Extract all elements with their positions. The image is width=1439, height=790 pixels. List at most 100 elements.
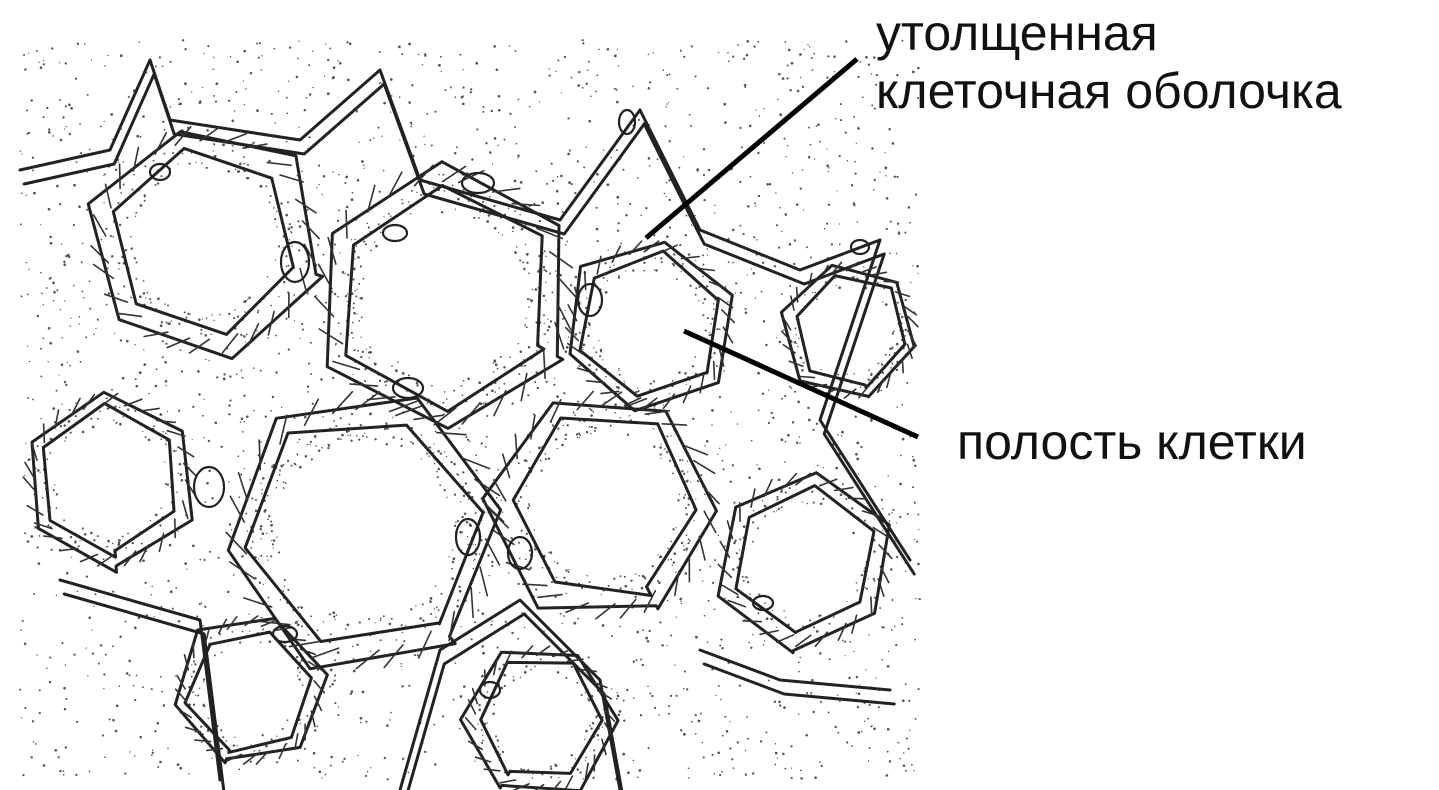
stipple-dot — [429, 600, 432, 603]
stipple-dot — [477, 609, 479, 611]
stipple-dot — [329, 47, 331, 49]
stipple-dot — [132, 542, 134, 544]
stipple-dot — [581, 694, 583, 696]
stipple-dot — [50, 242, 53, 245]
hatch-stroke — [244, 598, 272, 607]
stipple-dot — [664, 448, 666, 450]
stipple-dot — [887, 751, 889, 753]
stipple-dot — [914, 502, 916, 504]
stipple-dot — [262, 734, 264, 736]
stipple-dot — [577, 160, 579, 162]
stipple-dot — [157, 297, 160, 300]
stipple-dot — [143, 363, 146, 366]
stipple-dot — [49, 681, 51, 683]
stipple-dot — [550, 776, 552, 778]
hatch-stroke — [230, 562, 254, 579]
stipple-dot — [625, 270, 626, 271]
stipple-dot — [463, 495, 465, 497]
stipple-dot — [649, 692, 651, 694]
stipple-dot — [232, 120, 235, 123]
stipple-dot — [155, 184, 157, 186]
stipple-dot — [109, 718, 111, 720]
stipple-dot — [171, 320, 172, 321]
stipple-dot — [379, 380, 381, 382]
stipple-dot — [571, 183, 573, 185]
stipple-dot — [416, 384, 418, 386]
stipple-dot — [297, 620, 299, 622]
stipple-dot — [64, 381, 66, 383]
stipple-dot — [752, 272, 755, 275]
stipple-dot — [889, 354, 891, 356]
stipple-dot — [302, 329, 304, 331]
stipple-dot — [513, 676, 514, 677]
stipple-dot — [288, 228, 291, 231]
stipple-dot — [206, 317, 208, 319]
stipple-dot — [643, 262, 645, 264]
stipple-dot — [905, 299, 907, 301]
stipple-dot — [408, 771, 410, 773]
stipple-dot — [868, 379, 870, 381]
stipple-dot — [699, 569, 701, 571]
stipple-dot — [557, 671, 560, 674]
stipple-dot — [112, 645, 114, 647]
stipple-dot — [418, 54, 419, 55]
stipple-dot — [444, 391, 446, 393]
stipple-dot — [297, 606, 299, 608]
stipple-dot — [385, 384, 387, 386]
stipple-dot — [182, 153, 184, 155]
stipple-dot — [29, 361, 31, 363]
stipple-dot — [296, 76, 299, 79]
stipple-dot — [215, 101, 217, 103]
stipple-dot — [356, 313, 357, 314]
stipple-dot — [314, 729, 317, 732]
stipple-dot — [56, 507, 58, 509]
stipple-dot — [352, 646, 354, 648]
stipple-dot — [475, 469, 477, 471]
stipple-dot — [126, 217, 128, 219]
stipple-dot — [798, 671, 800, 673]
stipple-dot — [67, 362, 68, 363]
stipple-dot — [678, 371, 681, 374]
stipple-dot — [253, 410, 254, 411]
stipple-dot — [208, 470, 211, 473]
stipple-dot — [462, 394, 464, 396]
stipple-dot — [353, 307, 355, 309]
stipple-dot — [889, 520, 891, 522]
stipple-dot — [641, 587, 644, 590]
stipple-dot — [131, 189, 133, 191]
stipple-dot — [588, 61, 590, 63]
stipple-dot — [534, 91, 537, 94]
stipple-dot — [711, 409, 714, 412]
stipple-dot — [365, 775, 367, 777]
hatch-stroke — [838, 624, 846, 641]
stipple-dot — [246, 333, 248, 335]
stipple-dot — [355, 290, 357, 292]
stipple-dot — [297, 442, 298, 443]
stipple-dot — [304, 748, 306, 750]
stipple-dot — [630, 580, 632, 582]
stipple-dot — [461, 385, 463, 387]
stipple-dot — [618, 222, 620, 224]
stipple-dot — [619, 626, 621, 628]
stipple-dot — [879, 172, 880, 173]
stipple-dot — [117, 202, 119, 204]
stipple-dot — [135, 212, 137, 214]
stipple-dot — [752, 772, 754, 774]
stipple-dot — [853, 202, 856, 205]
stipple-dot — [666, 451, 668, 453]
stipple-dot — [547, 329, 549, 331]
stipple-dot — [437, 476, 439, 478]
stipple-dot — [896, 369, 898, 371]
stipple-dot — [666, 74, 668, 76]
stipple-dot — [575, 276, 578, 279]
stipple-dot — [737, 741, 739, 743]
stipple-dot — [598, 49, 600, 51]
stipple-dot — [785, 156, 786, 157]
stipple-dot — [518, 373, 520, 375]
stipple-dot — [438, 609, 440, 611]
stipple-dot — [820, 503, 823, 506]
hatch-stroke — [311, 648, 339, 658]
stipple-dot — [492, 163, 493, 164]
stipple-dot — [491, 110, 493, 112]
stipple-dot — [362, 691, 365, 694]
